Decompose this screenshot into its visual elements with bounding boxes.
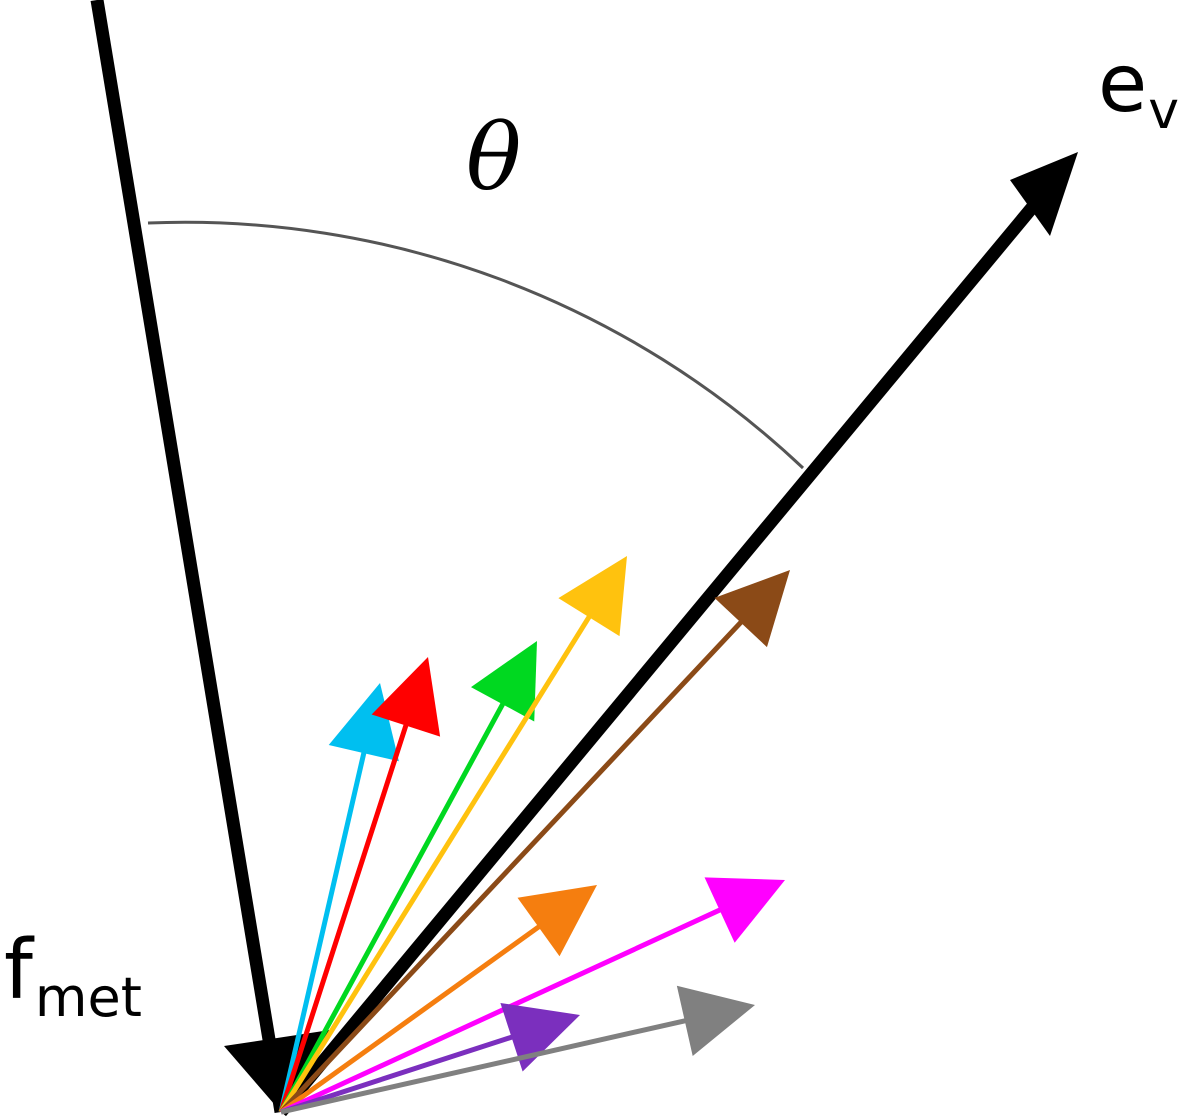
vector-brown — [279, 570, 790, 1114]
e-v-label: ev — [1098, 44, 1179, 138]
vector-gray-shaft — [280, 1014, 703, 1115]
vector-yellow — [278, 556, 627, 1114]
vector-red-head — [371, 657, 441, 737]
vector-purple-shaft — [280, 1029, 530, 1115]
vector-yellow-shaft — [278, 600, 601, 1114]
f-met-label-subscript: met — [34, 966, 142, 1029]
vector-green-head — [470, 641, 537, 722]
vector-orange-shaft — [279, 914, 555, 1115]
e-v-label-subscript: v — [1148, 81, 1179, 141]
vector-gray-head — [676, 985, 755, 1056]
vector-brown-head — [714, 570, 790, 648]
f-met-axis — [90, 0, 330, 1114]
e-v-axis — [275, 152, 1078, 1117]
f-met-label: fmet — [4, 930, 142, 1025]
vector-orange — [279, 885, 597, 1115]
vector-brown-shaft — [279, 607, 755, 1114]
vector-purple — [280, 1002, 580, 1115]
vector-cyan — [278, 683, 399, 1113]
theta-label: θ — [466, 104, 522, 211]
vector-purple-head — [500, 1002, 580, 1072]
vector-orange-head — [517, 885, 597, 957]
vector-fan-group — [278, 556, 790, 1115]
vector-cyan-head — [328, 683, 399, 762]
vector-green-shaft — [278, 687, 514, 1114]
e-v-label-base: e — [1098, 37, 1148, 130]
vector-gray — [280, 985, 755, 1115]
vector-cyan-shaft — [278, 735, 371, 1113]
theta-arc — [147, 220, 805, 470]
vector-red-shaft — [278, 707, 414, 1113]
vector-red — [278, 657, 441, 1113]
f-met-label-base: f — [4, 923, 33, 1018]
vector-yellow-head — [558, 556, 627, 637]
vector-magenta-head — [704, 877, 785, 943]
vector-green — [278, 641, 537, 1114]
